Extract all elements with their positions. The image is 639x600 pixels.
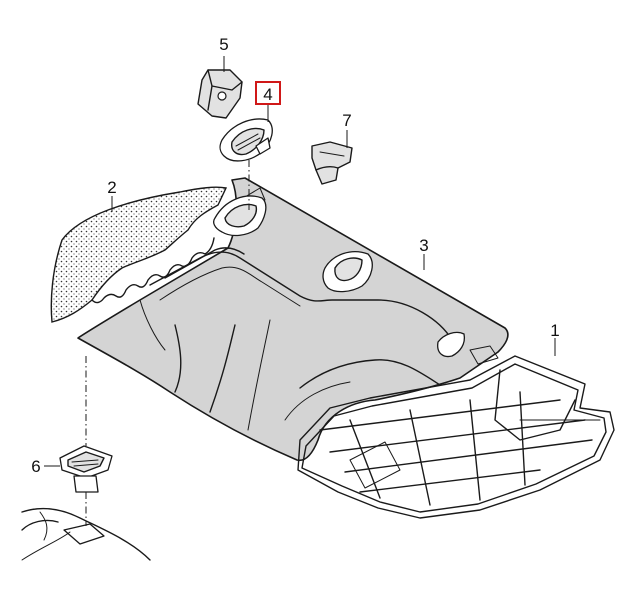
retainer-part-4[interactable]: [219, 118, 273, 162]
seat-cover-part-2[interactable]: [50, 186, 228, 323]
trim-panel: [21, 507, 151, 561]
callout-5: 5: [219, 35, 228, 54]
bracket-part-5[interactable]: [197, 69, 243, 119]
callout-4: 4: [263, 85, 272, 104]
wire-frame-part-1[interactable]: [297, 345, 615, 519]
callout-2: 2: [107, 178, 116, 197]
highlight-box-4: [255, 81, 281, 105]
vent-part-6[interactable]: [59, 445, 113, 493]
callout-6: 6: [31, 457, 40, 476]
seat-cushion-part-3[interactable]: [77, 177, 509, 462]
callout-1: 1: [550, 321, 559, 340]
callout-7: 7: [342, 111, 351, 130]
clip-part-7[interactable]: [311, 141, 353, 185]
callout-3: 3: [419, 236, 428, 255]
